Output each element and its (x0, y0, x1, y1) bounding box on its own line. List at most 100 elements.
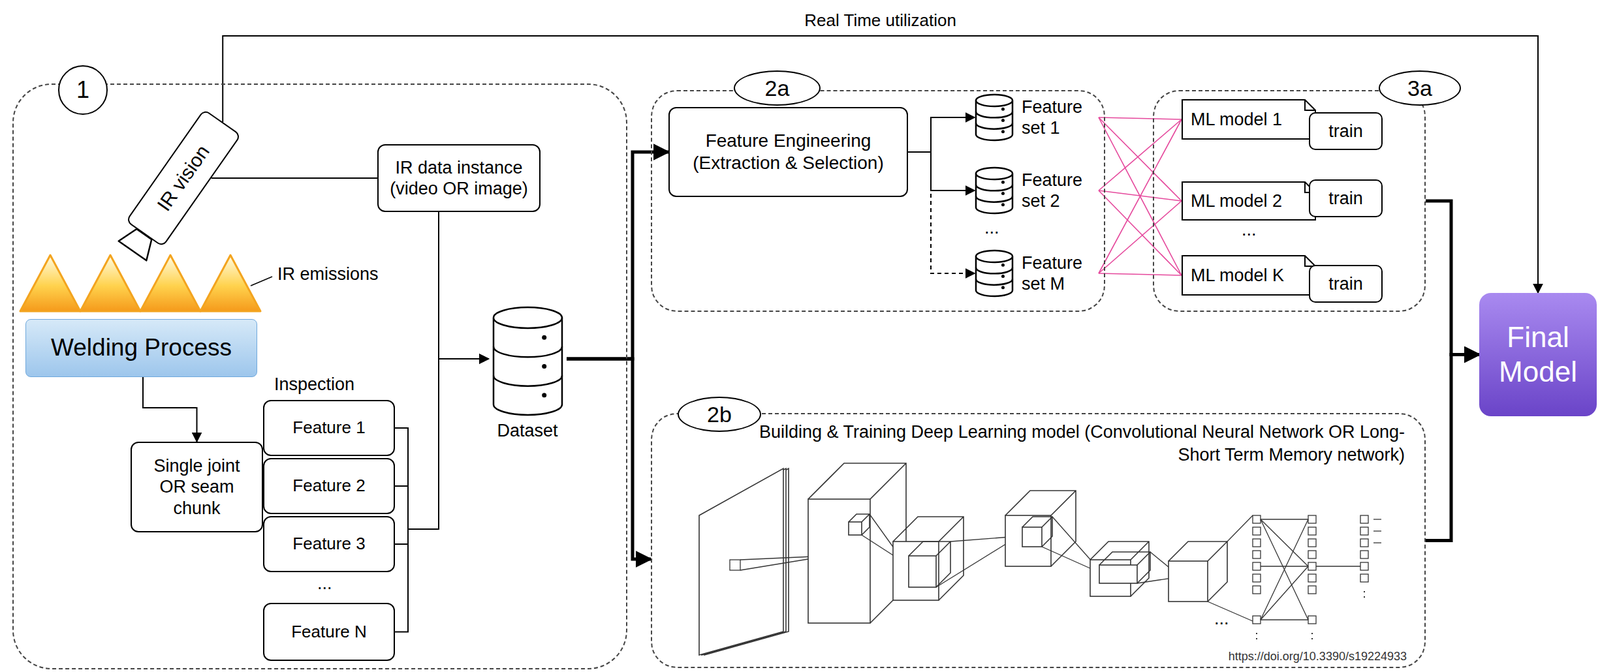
database-dot (1001, 263, 1005, 267)
ellipsis-mark: ... (317, 573, 333, 595)
kernel-line (1227, 515, 1253, 542)
node-label: Single joint OR seam chunk (142, 455, 252, 519)
cnn-illustration (699, 463, 1382, 656)
node-label: Feature N (269, 622, 389, 643)
database-band (975, 184, 1013, 191)
stage-region: ML model 1trainML model 2trainML model K… (1152, 90, 1426, 313)
ml-model-box: ML model K (1181, 255, 1317, 296)
flow-arrow (142, 377, 198, 442)
cube-depth (1099, 552, 1151, 584)
feature-model-link (1098, 117, 1182, 120)
callout-number: 1 (58, 65, 108, 115)
stage-region: Feature Engineering (Extraction & Select… (650, 90, 1106, 313)
dense-unit (1360, 539, 1369, 548)
dense-unit (1252, 515, 1261, 524)
dense-unit (1308, 539, 1317, 548)
dense-unit (1308, 586, 1317, 595)
dense-unit (1360, 550, 1369, 559)
kernel-line (1316, 565, 1361, 567)
annotation-label: Inspection (274, 374, 355, 395)
process-box: IR data instance (video OR image) (377, 144, 541, 213)
ir-peak (140, 255, 201, 312)
ml-model-border (1182, 99, 1316, 140)
ir-emission-peaks (20, 255, 261, 312)
feature-model-link (1098, 119, 1182, 274)
cube-front (893, 541, 939, 601)
feature-model-link (1098, 119, 1182, 191)
node-label: ML model 1 (1190, 109, 1283, 130)
ir-peak (80, 255, 141, 312)
dense-unit (1360, 562, 1369, 571)
dataset-store: Dataset (488, 306, 567, 442)
flow-arrow (394, 359, 489, 633)
database-dot (1001, 274, 1005, 279)
ir-peak (200, 255, 261, 312)
database-band (975, 196, 1013, 203)
database-dot (541, 364, 547, 369)
node-label: IR vision (152, 141, 215, 217)
dense-dots (1363, 591, 1365, 598)
feature-map-1 (808, 463, 907, 624)
database-body (493, 317, 563, 416)
ml-model-border (1182, 255, 1316, 296)
cube-depth (908, 541, 951, 588)
dense-unit (1308, 527, 1317, 536)
leader-line (250, 276, 273, 286)
process-box: Feature N (263, 603, 395, 662)
flow-arrow (438, 212, 489, 360)
dense-unit (1252, 616, 1261, 625)
kernel-line (1373, 530, 1382, 532)
ellipsis-mark: ... (1241, 219, 1257, 241)
kernel-line (1260, 619, 1309, 621)
process-box: Feature 1 (263, 400, 395, 457)
database-top (975, 250, 1013, 263)
database-band (493, 346, 563, 358)
flow-arrow (1425, 355, 1480, 542)
cube-depth (1005, 490, 1076, 567)
node-label: Feature Engineering (Extraction & Select… (677, 129, 899, 174)
node-label: Welding Process (32, 333, 251, 363)
database-band (975, 279, 1013, 286)
kernel-line (1260, 519, 1309, 621)
process-box: Welding Process (25, 319, 258, 378)
kernel-line (1260, 519, 1309, 621)
cube-front (1022, 527, 1042, 548)
dense-dots (1255, 633, 1258, 640)
ml-model-box: ML model 2 (1181, 181, 1317, 221)
cube-front (808, 499, 871, 624)
kernel-line (1373, 518, 1382, 520)
database-band (975, 267, 1013, 274)
node-label: train (1315, 188, 1377, 209)
database-dot (1001, 191, 1005, 196)
database-dot (1001, 203, 1005, 207)
node-label: Feature 3 (269, 533, 389, 555)
callout-number: 3a (1378, 70, 1461, 106)
database-icon (974, 249, 1014, 298)
flow-arrow (394, 359, 489, 530)
kernel-line (1373, 542, 1382, 544)
flow-arrow (1425, 201, 1480, 356)
kernel-line (1260, 518, 1309, 520)
camera-lens-hood (118, 224, 158, 261)
process-box: Single joint OR seam chunk (130, 441, 264, 533)
ellipsis-mark: ... (984, 217, 1000, 239)
database-dot (1001, 129, 1005, 134)
kernel-line (1260, 519, 1309, 567)
cube-front (848, 522, 862, 536)
database-dot (1001, 285, 1005, 290)
source-note: https://doi.org/10.3390/s19224933 (1228, 650, 1407, 665)
ir-peak (20, 255, 81, 312)
cube-front (1005, 515, 1051, 567)
node-label: ML model 2 (1190, 190, 1283, 212)
feature-set: Feature set 1 (974, 92, 1099, 143)
kernel-cube (908, 541, 951, 588)
database-top (493, 307, 563, 329)
annotation-label: IR emissions (277, 263, 379, 285)
cube-front (1168, 561, 1208, 602)
cube-front (908, 556, 937, 588)
dense-unit (1252, 574, 1261, 583)
feature-map-3 (1005, 490, 1076, 567)
callout-number: 2b (677, 396, 762, 433)
train-box: train (1308, 265, 1383, 303)
dense-unit (1360, 515, 1369, 524)
